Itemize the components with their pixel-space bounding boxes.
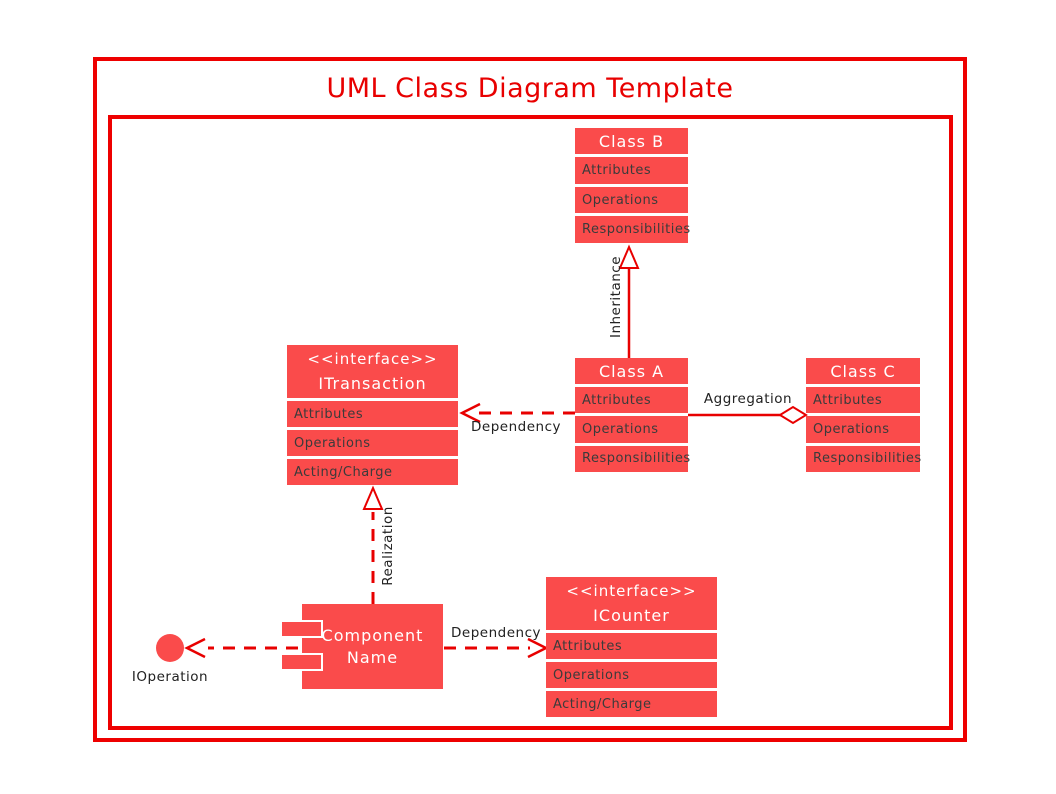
ioperation-lollipop-circle [156,634,184,662]
class-row-attributes: Attributes [806,387,920,414]
diagram-title: UML Class Diagram Template [326,73,734,104]
component-name-line2: Name [346,647,399,667]
interface-row-operations: Operations [287,430,458,456]
dependency-class-label: Dependency [471,419,561,435]
class-box-class-a[interactable]: Class A Attributes Operations Responsibi… [575,358,690,472]
interface-box-icounter[interactable]: <<interface>> ICounter Attributes Operat… [546,577,717,717]
class-row-operations: Operations [575,186,688,214]
interface-title: ICounter [593,605,670,625]
interface-row-acting-charge: Acting/Charge [546,691,717,717]
component-provided-interface-tab[interactable] [280,620,323,638]
interface-row-operations: Operations [546,662,717,688]
interface-title: ITransaction [318,373,427,393]
realization-connector[interactable] [362,485,384,604]
interface-row-attributes: Attributes [546,633,717,659]
aggregation-label: Aggregation [703,391,793,407]
realization-triangle-arrowhead [362,485,384,510]
open-arrowhead [527,637,549,659]
component-required-interface-tab[interactable] [280,653,323,671]
aggregation-connector[interactable] [688,405,808,425]
inheritance-connector[interactable] [618,244,640,358]
interface-stereotype: <<interface>> [307,350,438,369]
inheritance-label: Inheritance [608,255,624,339]
ioperation-connector[interactable] [156,634,298,662]
component-name-line1: Component [321,625,424,645]
interface-header: <<interface>> ITransaction [287,345,458,398]
class-row-attributes: Attributes [575,387,688,414]
class-box-class-c[interactable]: Class C Attributes Operations Responsibi… [806,358,921,472]
class-title: Class B [575,128,688,154]
dependency-component-label: Dependency [451,625,541,641]
class-row-responsibilities: Responsibilities [806,445,921,472]
dependency-component-connector[interactable] [444,637,549,659]
class-row-operations: Operations [575,416,688,443]
class-title: Class C [806,358,920,384]
inner-border [108,115,953,730]
class-box-class-b[interactable]: Class B Attributes Operations Responsibi… [575,128,690,244]
class-row-operations: Operations [806,416,920,443]
interface-header: <<interface>> ICounter [546,577,717,630]
class-row-responsibilities: Responsibilities [575,216,690,244]
inheritance-triangle-arrowhead [618,244,640,269]
aggregation-diamond [778,405,808,425]
ioperation-label: IOperation [131,669,209,685]
dependency-class-connector[interactable] [459,402,575,424]
class-row-responsibilities: Responsibilities [575,445,690,472]
outer-border [93,57,967,742]
interface-row-attributes: Attributes [287,401,458,427]
class-row-attributes: Attributes [575,157,688,184]
realization-label: Realization [380,506,396,586]
interface-row-acting-charge: Acting/Charge [287,459,458,485]
interface-stereotype: <<interface>> [566,582,697,601]
component-box[interactable]: Component Name [302,604,443,689]
class-title: Class A [575,358,688,384]
open-arrowhead [459,402,481,424]
open-arrowhead [184,637,206,659]
interface-box-itransaction[interactable]: <<interface>> ITransaction Attributes Op… [287,345,458,485]
